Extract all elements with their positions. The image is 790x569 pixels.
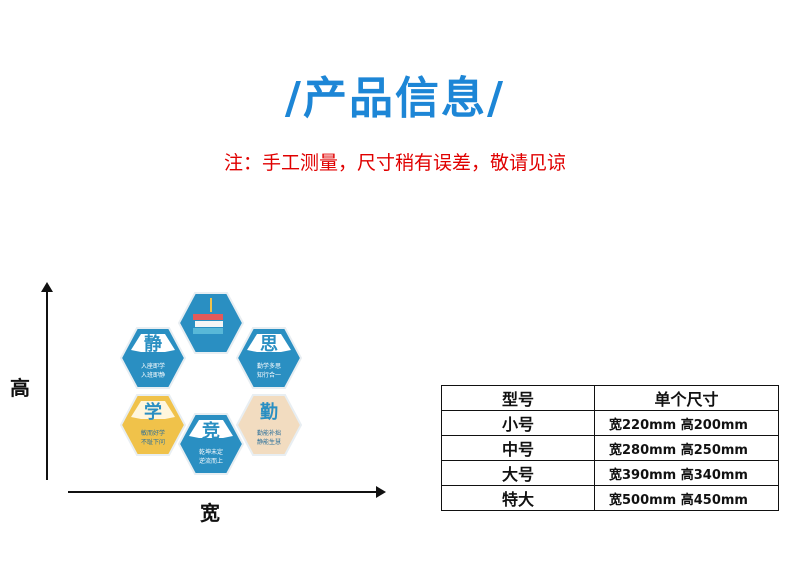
model-cell: 小号: [441, 410, 595, 436]
hexagon-char: 思: [260, 334, 278, 355]
hexagon-text: 入座即学: [141, 362, 165, 370]
size-cell: 宽390mm 高340mm: [594, 460, 779, 486]
x-axis-arrow-icon: [376, 486, 386, 498]
book-icon: [193, 314, 223, 320]
hexagon-char: 静: [144, 333, 162, 355]
width-label: 宽: [200, 501, 220, 525]
x-axis-line: [68, 491, 378, 493]
height-label: 高: [10, 376, 30, 400]
hexagon-char: 勤: [260, 401, 278, 423]
model-cell: 中号: [441, 435, 595, 461]
table-row: 特大 宽500mm 高450mm: [441, 485, 779, 511]
hexagon-text: 静能生慧: [257, 438, 281, 446]
hexagon-text: 逆流而上: [199, 457, 223, 465]
measurement-note: 注：手工测量，尺寸稍有误差，敬请见谅: [223, 152, 566, 174]
column-header-model: 型号: [441, 385, 595, 411]
column-header-size: 单个尺寸: [594, 385, 779, 411]
table-row: 大号 宽390mm 高340mm: [441, 460, 779, 486]
table-header-row: 型号 单个尺寸: [441, 385, 779, 411]
hexagon-text: 不耻下问: [141, 438, 165, 446]
model-cell: 特大: [441, 485, 595, 511]
hexagon-jing: 静 入座即学 入班即静: [119, 327, 187, 389]
hexagon-qin: 勤 勤能补拙 静能生慧: [235, 394, 303, 456]
table-row: 中号 宽280mm 高250mm: [441, 435, 779, 461]
hexagon-text: 乾坤未定: [199, 448, 223, 456]
hexagon-text: 敏而好学: [141, 429, 165, 437]
size-cell: 宽500mm 高450mm: [594, 485, 779, 511]
y-axis-line: [46, 286, 48, 480]
hexagon-xue: 学 敏而好学 不耻下问: [119, 394, 187, 456]
hexagon-text: 勤能补拙: [257, 429, 281, 437]
hexagon-text: 勤学多思: [257, 362, 281, 370]
hexagon-char: 竞: [202, 420, 220, 442]
hexagon-sticker-group: 静 入座即学 入班即静 思 勤学多思 知行合一 学 敏而好学 不耻下问 勤 勤能…: [119, 292, 303, 475]
size-spec-table: 型号 单个尺寸 小号 宽220mm 高200mm 中号 宽280mm 高250m…: [441, 385, 779, 511]
hexagon-text: 知行合一: [257, 371, 281, 379]
size-cell: 宽280mm 高250mm: [594, 435, 779, 461]
size-cell: 宽220mm 高200mm: [594, 410, 779, 436]
page-title: /产品信息/: [284, 73, 506, 124]
hexagon-books: [177, 292, 245, 354]
model-cell: 大号: [441, 460, 595, 486]
table-row: 小号 宽220mm 高200mm: [441, 410, 779, 436]
hexagon-jing2: 竞 乾坤未定 逆流而上: [177, 413, 245, 475]
hexagon-si: 思 勤学多思 知行合一: [235, 327, 303, 389]
hexagon-char: 学: [144, 401, 162, 423]
hexagon-text: 入班即静: [141, 371, 165, 379]
